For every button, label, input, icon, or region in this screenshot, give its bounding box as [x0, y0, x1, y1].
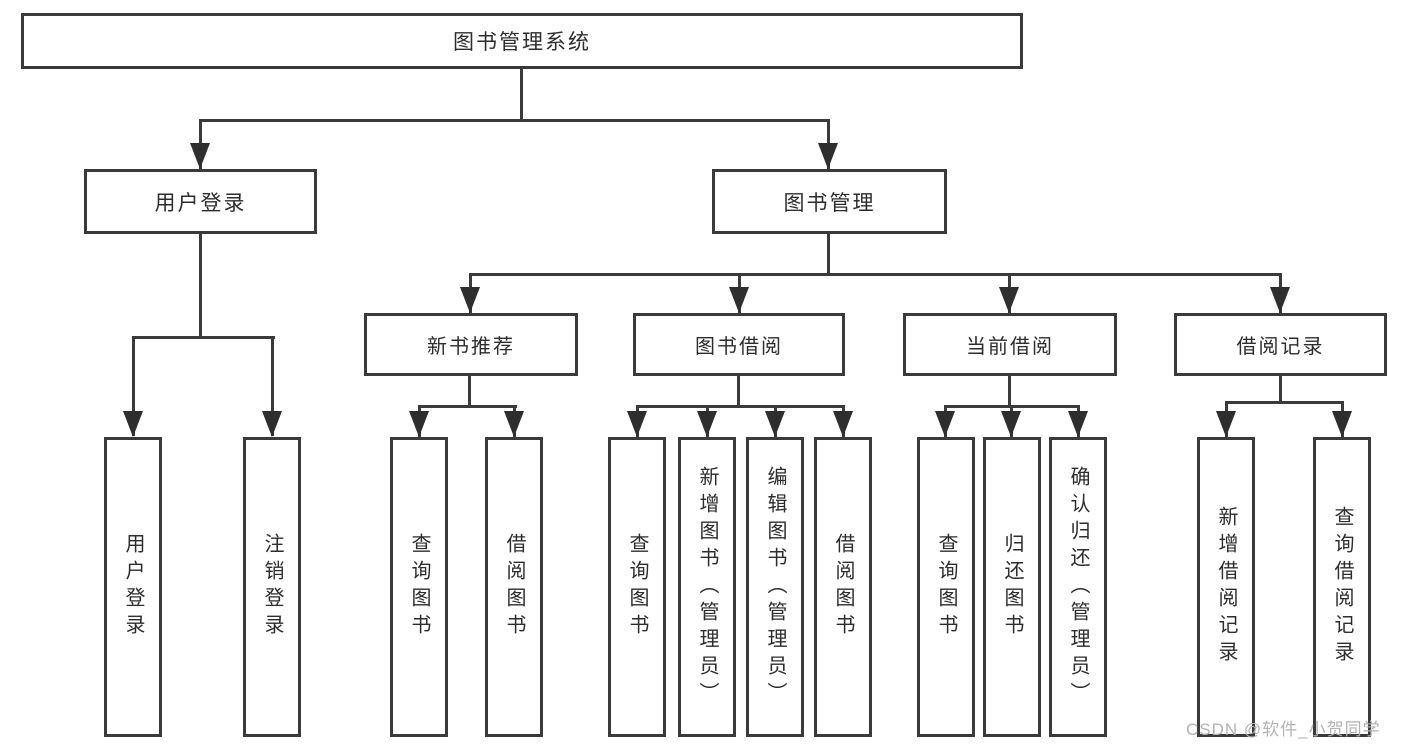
leaf-query-borrow-record: 查询借阅记录 — [1313, 437, 1371, 737]
arrowhead-down-icon — [833, 411, 853, 437]
leaf-label: 编辑图书（管理员） — [764, 465, 786, 709]
arrowhead-down-icon — [1001, 411, 1021, 437]
node-borrowing-records: 借阅记录 — [1174, 313, 1387, 376]
leaf-label: 新增借阅记录 — [1215, 506, 1237, 668]
connector-stem — [737, 376, 740, 408]
arrowhead-down-icon — [999, 287, 1019, 313]
leaf-label: 查询图书 — [626, 533, 648, 641]
node-book-borrowing: 图书借阅 — [633, 313, 845, 376]
connector-stem — [199, 234, 202, 339]
leaf-label: 借阅图书 — [832, 533, 854, 641]
leaf-edit-books-admin: 编辑图书（管理员） — [746, 437, 804, 737]
node-current-borrowing: 当前借阅 — [903, 313, 1117, 376]
connector-stem — [827, 234, 830, 276]
arrowhead-down-icon — [1332, 411, 1352, 437]
arrowhead-down-icon — [504, 411, 524, 437]
node-label: 新书推荐 — [427, 336, 515, 358]
node-book-management: 图书管理 — [712, 169, 947, 234]
arrowhead-down-icon — [729, 287, 749, 313]
leaf-query-books-current: 查询图书 — [917, 437, 975, 737]
leaf-borrow-books-recommend: 借阅图书 — [485, 437, 543, 737]
connector-bar — [1225, 401, 1344, 404]
arrowhead-down-icon — [123, 411, 143, 437]
arrowhead-down-icon — [1270, 287, 1290, 313]
leaf-label: 查询图书 — [408, 533, 430, 641]
arrowhead-down-icon — [1216, 411, 1236, 437]
arrowhead-down-icon — [1068, 411, 1088, 437]
node-new-book-recommendation: 新书推荐 — [364, 313, 578, 376]
connector-bar — [199, 119, 830, 122]
node-label: 图书管理 — [783, 191, 876, 215]
leaf-label: 注销登录 — [261, 533, 283, 641]
leaf-add-borrow-record: 新增借阅记录 — [1197, 437, 1255, 737]
node-label: 借阅记录 — [1236, 336, 1325, 358]
node-library-management-system: 图书管理系统 — [21, 13, 1023, 69]
leaf-add-books-admin: 新增图书（管理员） — [678, 437, 736, 737]
leaf-confirm-return-admin: 确认归还（管理员） — [1049, 437, 1107, 737]
arrowhead-down-icon — [765, 411, 785, 437]
node-user-login: 用户登录 — [84, 169, 317, 234]
node-label: 用户登录 — [154, 191, 247, 215]
leaf-user-login: 用户登录 — [104, 437, 162, 737]
connector-bar — [636, 405, 845, 408]
arrowhead-down-icon — [460, 287, 480, 313]
leaf-logout-login: 注销登录 — [243, 437, 301, 737]
leaf-label: 归还图书 — [1001, 533, 1023, 641]
connector-bar — [132, 336, 275, 339]
leaf-borrow-books-borrowing: 借阅图书 — [814, 437, 872, 737]
connector-bar — [469, 273, 1282, 276]
leaf-label: 借阅图书 — [503, 533, 525, 641]
arrowhead-down-icon — [697, 411, 717, 437]
leaf-label: 确认归还（管理员） — [1067, 465, 1089, 709]
leaf-return-books: 归还图书 — [983, 437, 1041, 737]
leaf-label: 新增图书（管理员） — [696, 465, 718, 709]
connector-stem — [520, 69, 523, 122]
node-label: 图书借阅 — [695, 336, 783, 358]
arrowhead-down-icon — [190, 143, 210, 169]
leaf-label: 查询图书 — [935, 533, 957, 641]
arrowhead-down-icon — [409, 411, 429, 437]
connector-stem — [1008, 376, 1011, 408]
connector-bar — [418, 405, 517, 408]
connector-stem — [1279, 376, 1282, 404]
watermark: CSDN @软件_小贺同学 — [1186, 720, 1381, 739]
leaf-label: 查询借阅记录 — [1331, 506, 1353, 668]
connector-drop — [132, 336, 135, 436]
leaf-query-books-borrowing: 查询图书 — [608, 437, 666, 737]
arrowhead-down-icon — [627, 411, 647, 437]
arrowhead-down-icon — [262, 411, 282, 437]
node-label: 图书管理系统 — [453, 31, 591, 54]
connector-stem — [468, 376, 471, 408]
leaf-query-books-recommend: 查询图书 — [390, 437, 448, 737]
node-label: 当前借阅 — [966, 336, 1054, 358]
arrowhead-down-icon — [935, 411, 955, 437]
connector-drop — [271, 336, 274, 436]
arrowhead-down-icon — [818, 143, 838, 169]
leaf-label: 用户登录 — [122, 533, 144, 641]
